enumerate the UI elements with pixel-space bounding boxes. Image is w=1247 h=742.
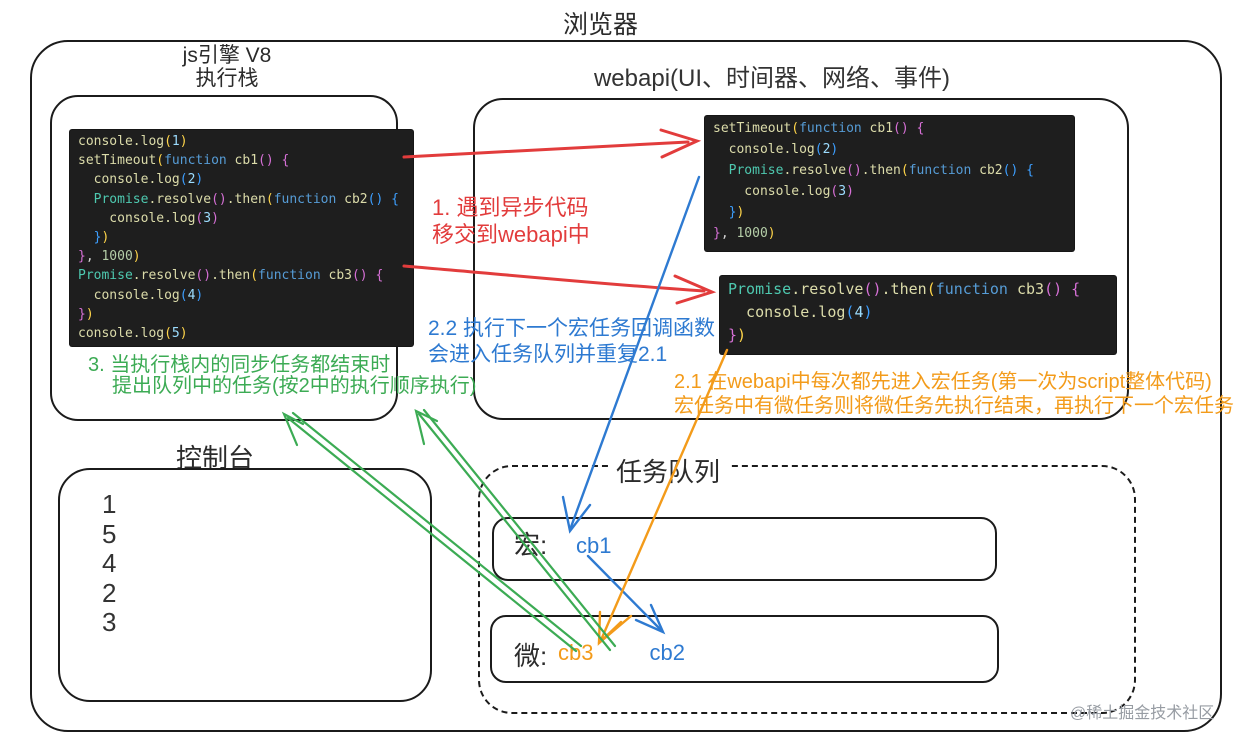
macro-queue-items: cb1 <box>576 533 667 559</box>
annotation-step2-2-line1: 2.2 执行下一个宏任务回调函数 <box>428 317 716 340</box>
stack-code-block: console.log(1)setTimeout(function cb1() … <box>70 130 413 346</box>
webapi-box <box>473 98 1129 420</box>
macro-queue-label: 宏: <box>514 530 548 560</box>
webapi-settimeout-code-block: setTimeout(function cb1() { console.log(… <box>705 116 1074 251</box>
webapi-promise-code-block: Promise.resolve().then(function cb3() { … <box>720 276 1116 354</box>
micro-queue-label: 微: <box>514 641 548 671</box>
annotation-step1: 1. 遇到异步代码 移交到webapi中 <box>432 194 590 248</box>
annotation-step2-1-line1: 2.1 在webapi中每次都先进入宏任务(第一次为script整体代码) <box>674 371 1212 393</box>
queue-item-cb2: cb2 <box>649 640 685 665</box>
webapi-header: webapi(UI、时间器、网络、事件) <box>593 65 951 92</box>
stack-label: js引擎 V8 执行栈 <box>157 44 297 90</box>
stack-label-line2: 执行栈 <box>195 67 259 90</box>
annotation-step1-line2: 移交到webapi中 <box>432 222 590 247</box>
annotation-step3-line1: 3. 当执行栈内的同步任务都结束时 <box>88 354 391 376</box>
browser-title: 浏览器 <box>563 11 639 39</box>
annotation-step2-1: 2.1 在webapi中每次都先进入宏任务(第一次为script整体代码) 宏任… <box>674 370 1234 418</box>
macro-queue-box <box>492 517 997 581</box>
stack-label-line1: js引擎 V8 <box>182 44 272 67</box>
task-queue-label: 任务队列 <box>608 452 729 489</box>
annotation-step2-1-line2: 宏任务中有微任务则将微任务先执行结束，再执行下一个宏任务 <box>674 395 1234 417</box>
browser-box <box>30 40 1222 732</box>
queue-item-cb3: cb3 <box>558 640 594 665</box>
micro-queue-items: cb3 cb2 <box>558 640 741 666</box>
queue-item-cb1: cb1 <box>576 533 612 558</box>
annotation-step3-line2: 提出队列中的任务(按2中的执行顺序执行) <box>112 375 477 397</box>
annotation-step3: 3. 当执行栈内的同步任务都结束时 提出队列中的任务(按2中的执行顺序执行) <box>88 355 476 397</box>
annotation-step1-line1: 1. 遇到异步代码 <box>432 195 589 220</box>
watermark: @稀土掘金技术社区 <box>1070 705 1215 722</box>
